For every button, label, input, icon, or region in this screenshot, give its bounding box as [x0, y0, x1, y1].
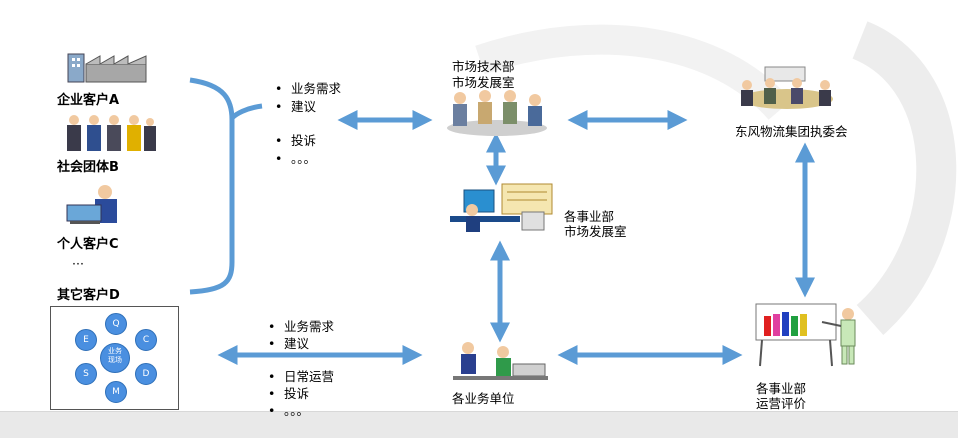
circle-center: 业务现场: [100, 343, 130, 373]
meeting-people-icon: [447, 90, 547, 136]
circle-node-m: M: [105, 381, 127, 403]
social-group-people-icon: [67, 115, 156, 151]
top-bullet-2: •建议: [275, 99, 317, 114]
customer-ellipsis: ···: [72, 256, 84, 271]
executive-meeting-icon: [741, 66, 833, 109]
division-market-line2: 市场发展室: [564, 224, 627, 239]
circle-node-c: C: [135, 329, 157, 351]
circle-node-e: E: [75, 329, 97, 351]
customer-a-label: 企业客户A: [57, 93, 120, 108]
office-workstation-icon: [450, 183, 553, 232]
division-eval-line1: 各事业部: [756, 381, 807, 396]
circle-node-d: D: [135, 363, 157, 385]
bottom-bullet-4: •投诉: [268, 386, 310, 401]
bottom-bullet-3: •日常运营: [268, 369, 335, 384]
market-tech-line2: 市场发展室: [452, 75, 515, 90]
top-bullet-1: •业务需求: [275, 81, 342, 96]
customer-c-label: 个人客户C: [57, 237, 119, 252]
bottom-bullet-1: •业务需求: [268, 319, 335, 334]
bottom-bullet-5: •。。。: [268, 403, 310, 418]
top-bullet-4: •。。。: [275, 151, 317, 166]
top-bullet-3: •投诉: [275, 133, 317, 148]
presentation-chart-icon: [755, 303, 856, 367]
bottom-bullet-2: •建议: [268, 336, 310, 351]
circle-node-s: S: [75, 363, 97, 385]
division-market-line1: 各事业部: [564, 209, 615, 224]
circle-node-q: Q: [105, 313, 127, 335]
enterprise-building-icon: [67, 53, 147, 83]
customer-b-label: 社会团体B: [57, 160, 119, 175]
division-eval-line2: 运营评价: [756, 396, 807, 411]
market-tech-line1: 市场技术部: [452, 59, 515, 74]
business-units-people-icon: [453, 342, 548, 380]
business-units-label: 各业务单位: [452, 391, 515, 406]
customer-d-label: 其它客户D: [57, 288, 120, 303]
quality-circle-box: Q C D M S E 业务现场: [50, 306, 179, 410]
customer-brace: [189, 77, 235, 295]
footer-band: [0, 412, 958, 438]
group-committee-label: 东风物流集团执委会: [735, 124, 848, 139]
individual-person-icon: [66, 185, 117, 224]
